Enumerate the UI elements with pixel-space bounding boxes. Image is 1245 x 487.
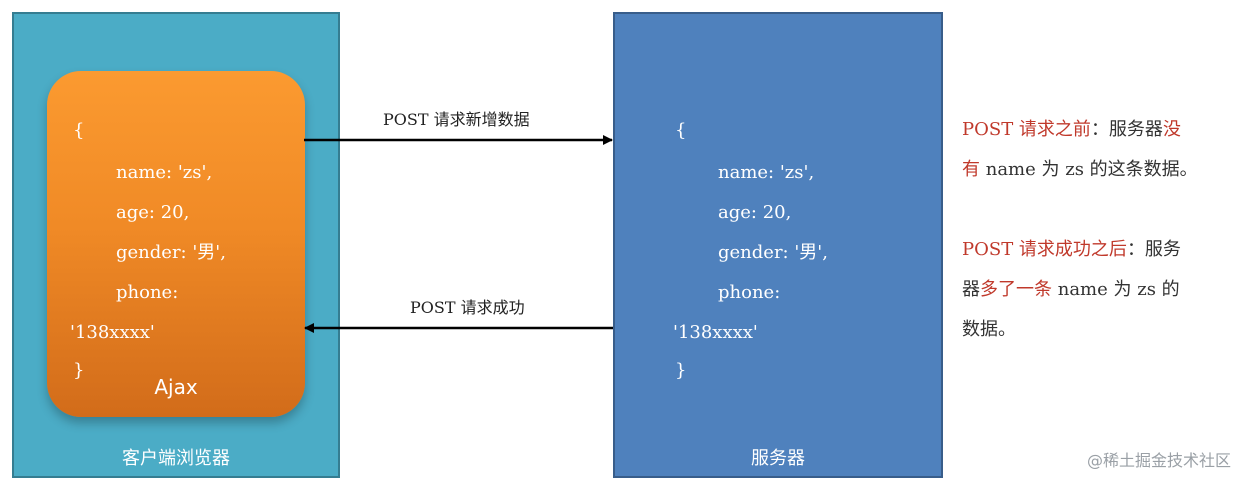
- response-arrow-label: POST 请求成功: [410, 298, 525, 317]
- client-code-phone-key: phone:: [116, 282, 179, 303]
- note-before: POST 请求之前：服务器没 有 name 为 zs 的这条数据。: [962, 110, 1242, 190]
- server-code-phone-value: '138xxxx': [673, 322, 758, 343]
- watermark: @稀土掘金技术社区: [1086, 451, 1231, 470]
- note-before-line1-rest: ：服务器: [1090, 119, 1163, 140]
- note-after-line2-head: 器: [962, 279, 980, 300]
- note-after: POST 请求成功之后：服务 器多了一条 name 为 zs 的 数据。: [962, 230, 1242, 350]
- client-code-name: name: 'zs',: [116, 162, 213, 183]
- note-after-red: POST 请求成功之后: [962, 239, 1127, 260]
- note-before-line2-rest: name 为 zs 的这条数据。: [980, 159, 1198, 180]
- client-code-age: age: 20,: [116, 202, 190, 223]
- server-code-age: age: 20,: [718, 202, 792, 223]
- server-box: 服务器: [613, 12, 943, 478]
- client-browser-box: Ajax 客户端浏览器: [12, 12, 340, 478]
- note-after-line3: 数据。: [962, 319, 1016, 340]
- note-after-line2-red: 多了一条: [980, 279, 1052, 300]
- client-code-open: {: [73, 120, 85, 141]
- server-code-phone-key: phone:: [718, 282, 781, 303]
- note-before-red: POST 请求之前: [962, 119, 1091, 140]
- ajax-box: Ajax: [47, 71, 305, 417]
- client-code-gender: gender: '男',: [116, 242, 226, 263]
- server-code-name: name: 'zs',: [718, 162, 815, 183]
- note-before-line1-red-tail: 没: [1162, 119, 1181, 140]
- note-after-line2-rest: name 为 zs 的: [1052, 279, 1180, 300]
- server-code-gender: gender: '男',: [718, 242, 828, 263]
- ajax-label: Ajax: [154, 375, 198, 399]
- server-label: 服务器: [751, 448, 805, 469]
- note-before-line2-red-head: 有: [962, 159, 980, 180]
- request-arrow-label: POST 请求新增数据: [383, 110, 530, 129]
- client-code-close: }: [73, 360, 85, 381]
- note-after-line1-rest: ：服务: [1126, 239, 1181, 260]
- client-browser-label: 客户端浏览器: [122, 448, 230, 469]
- client-code-phone-value: '138xxxx': [70, 322, 155, 343]
- server-code-open: {: [675, 120, 687, 141]
- server-code-close: }: [675, 360, 687, 381]
